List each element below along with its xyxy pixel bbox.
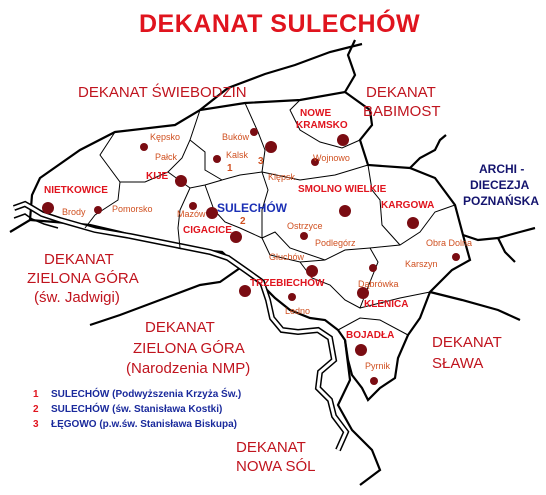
village-kepsko: Kępsko: [150, 132, 181, 142]
neighbor-swiebodzin: DEKANAT ŚWIEBODZIN: [78, 84, 247, 101]
page-title: DEKANAT SULECHÓW: [139, 10, 421, 38]
neighbor-nowa-sol-line1: DEKANAT: [236, 439, 306, 456]
church-marker: [370, 377, 378, 385]
border-south-west: [89, 267, 241, 327]
border-west-lower: [9, 219, 31, 233]
neighbor-babimost-line2: BABIMOST: [363, 103, 441, 120]
village-obra-dolna: Obra Dolna: [426, 238, 473, 248]
village-pomorsko: Pomorsko: [112, 204, 153, 214]
church-marker: [42, 202, 54, 214]
parish-nietkowice: NIETKOWICE: [44, 185, 108, 196]
parish-nowe-kramsko-line2: KRAMSKO: [296, 120, 348, 131]
church-markers: [42, 128, 460, 385]
neighbor-zg-jadwigi-line1: DEKANAT: [44, 251, 114, 268]
church-marker: [369, 264, 377, 272]
parish-nowe-kramsko-line1: NOWE: [300, 108, 332, 119]
church-marker: [355, 344, 367, 356]
village-dabrowka: Dąbrówka: [358, 279, 399, 289]
parish-smolno-wielkie: SMOLNO WIELKIE: [298, 184, 387, 195]
village-klepsk: Klępsk: [268, 172, 296, 182]
church-marker: [337, 134, 349, 146]
legend-text: SULECHÓW (Podwyższenia Krzyża Św.): [51, 389, 242, 400]
legend-item: 2 SULECHÓW (św. Stanisława Kostki): [33, 404, 222, 415]
church-marker: [213, 155, 221, 163]
parish-kargowa: KARGOWA: [381, 200, 435, 211]
parish-number-2: 2: [240, 216, 246, 227]
legend-number: 2: [33, 404, 39, 415]
parish-cigacice: CIGACICE: [183, 225, 232, 236]
neighbor-zg-nmp-line3: (Narodzenia NMP): [126, 360, 251, 377]
parish-number-1: 1: [227, 163, 233, 174]
border-east-archi: [409, 134, 536, 263]
parish-kije: KIJE: [146, 171, 169, 182]
village-kalsk: Kalsk: [226, 150, 249, 160]
church-marker: [452, 253, 460, 261]
village-mazow: Mazów: [177, 209, 206, 219]
border-south-east: [429, 290, 521, 322]
river-loop: [13, 213, 59, 229]
village-gluchow: Głuchów: [269, 252, 305, 262]
legend-item: 3 ŁĘGOWO (p.w.św. Stanisława Biskupa): [33, 419, 237, 430]
church-marker: [339, 205, 351, 217]
border-north-west: [199, 42, 363, 111]
border-south: [336, 339, 382, 486]
legend-text: ŁĘGOWO (p.w.św. Stanisława Biskupa): [51, 419, 237, 430]
neighbor-slawa-line1: DEKANAT: [432, 334, 502, 351]
village-palck: Pałck: [155, 152, 178, 162]
neighbor-zg-nmp-line1: DEKANAT: [145, 319, 215, 336]
church-marker: [306, 265, 318, 277]
village-pyrnik: Pyrnik: [365, 361, 391, 371]
town-sulechow: SULECHÓW: [217, 201, 287, 215]
neighbor-nowa-sol-line2: NOWA SÓL: [236, 458, 316, 475]
church-marker: [94, 206, 102, 214]
border-north-east: [344, 39, 357, 93]
church-marker: [357, 287, 369, 299]
neighbor-slawa-line2: SŁAWA: [432, 355, 484, 372]
neighbor-zg-jadwigi-line3: (św. Jadwigi): [34, 289, 120, 306]
parish-bojadla: BOJADŁA: [346, 330, 395, 341]
village-karszyn: Karszyn: [405, 259, 438, 269]
church-marker: [250, 128, 258, 136]
church-marker: [300, 232, 308, 240]
village-ostrzyce: Ostrzyce: [287, 221, 323, 231]
legend-text: SULECHÓW (św. Stanisława Kostki): [51, 404, 223, 415]
neighbor-archdiocese-line3: POZNAŃSKA: [463, 194, 540, 208]
legend-number: 1: [33, 389, 39, 400]
church-marker: [175, 175, 187, 187]
legend-number: 3: [33, 419, 39, 430]
village-podlegorz: Podlegórz: [315, 238, 356, 248]
parish-klenica: KLENICA: [364, 299, 409, 310]
church-marker: [206, 207, 218, 219]
church-marker: [230, 231, 242, 243]
parish-divisions: [84, 99, 456, 336]
village-brody: Brody: [62, 207, 86, 217]
parish-trzebiechow: TRZEBIECHÓW: [250, 278, 325, 289]
river-odra-inner: [13, 202, 348, 451]
church-marker: [407, 217, 419, 229]
neighbor-zg-jadwigi-line2: ZIELONA GÓRA: [27, 270, 139, 287]
neighbor-archdiocese-line1: ARCHI -: [479, 162, 525, 176]
neighbor-babimost-line1: DEKANAT: [366, 84, 436, 101]
village-wojnowo: Wojnowo: [313, 153, 350, 163]
legend-item: 1 SULECHÓW (Podwyższenia Krzyża Św.): [33, 389, 241, 400]
church-marker: [311, 158, 319, 166]
church-marker: [189, 202, 197, 210]
neighbor-zg-nmp-line2: ZIELONA GÓRA: [133, 340, 245, 357]
church-marker: [265, 141, 277, 153]
church-marker: [140, 143, 148, 151]
village-bukow: Buków: [222, 132, 250, 142]
church-marker: [288, 293, 296, 301]
deanery-boundary: [28, 90, 472, 402]
village-ledno: Ledno: [285, 306, 311, 316]
neighbor-archdiocese-line2: DIECEZJA: [470, 178, 530, 192]
church-marker: [239, 285, 251, 297]
parish-number-3: 3: [258, 156, 264, 167]
